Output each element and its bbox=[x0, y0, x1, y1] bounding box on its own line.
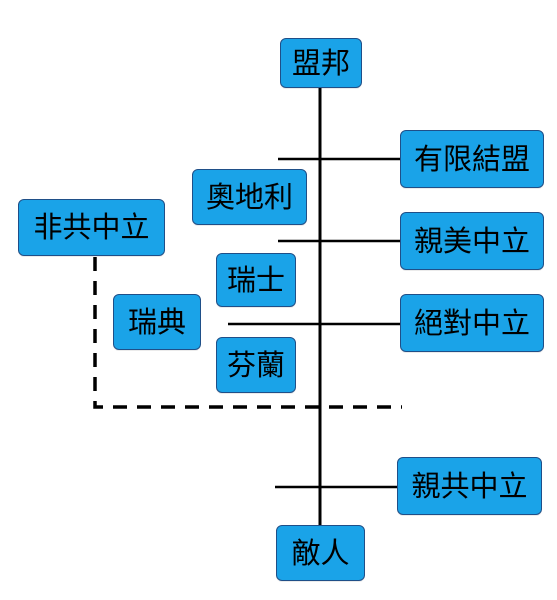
node-absolute-neutral: 絕對中立 bbox=[400, 294, 544, 352]
node-limited-alliance: 有限結盟 bbox=[400, 130, 544, 188]
node-allies: 盟邦 bbox=[280, 38, 362, 88]
node-pro-communist-neutral: 親共中立 bbox=[397, 457, 542, 515]
node-austria: 奧地利 bbox=[192, 169, 307, 225]
node-pro-us-neutral: 親美中立 bbox=[400, 212, 544, 270]
node-switzerland: 瑞士 bbox=[216, 253, 296, 307]
dashed-boundary bbox=[93, 257, 402, 409]
node-finland: 芬蘭 bbox=[216, 337, 296, 393]
node-sweden: 瑞典 bbox=[113, 294, 201, 350]
node-enemy: 敵人 bbox=[276, 525, 365, 581]
node-non-communist-neutral: 非共中立 bbox=[18, 199, 165, 256]
